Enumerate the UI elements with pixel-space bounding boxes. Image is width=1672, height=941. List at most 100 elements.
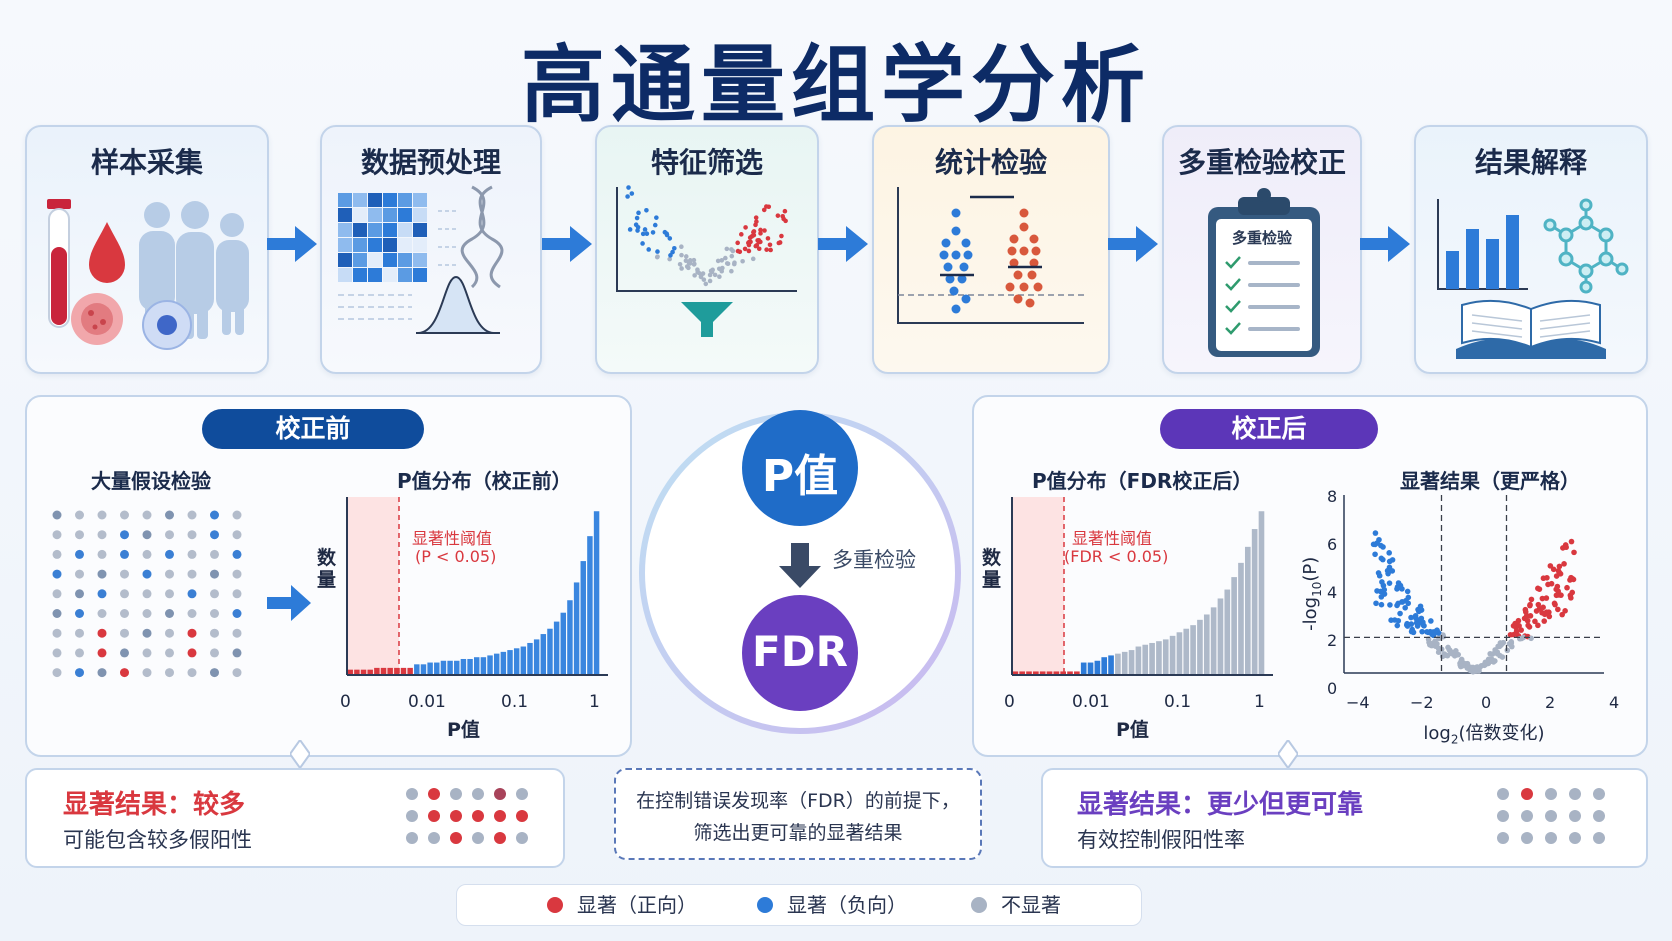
significance-region (1012, 497, 1064, 675)
histogram-bar (414, 664, 420, 675)
heatmap-cell (413, 238, 427, 252)
volcano-point (719, 258, 725, 263)
hypothesis-dot (142, 668, 152, 678)
volcano-point (764, 247, 769, 252)
volcano-point (1416, 608, 1422, 615)
explanation-line-1: 在控制错误发现率（FDR）的前提下， (636, 790, 960, 812)
heatmap-cell (353, 193, 367, 207)
hypothesis-dot (165, 609, 174, 618)
flow-arrow-icon (267, 226, 317, 262)
histogram-bar (407, 667, 413, 675)
volcano-x-tick: −2 (1410, 693, 1434, 712)
x-tick-label: 1 (589, 692, 600, 712)
hypothesis-dot (210, 549, 219, 559)
histogram-bar (507, 650, 513, 675)
volcano-point (1523, 614, 1529, 621)
histogram-bar (474, 657, 480, 675)
volcano-point (652, 222, 658, 228)
volcano-point (1571, 549, 1577, 556)
volcano-point (692, 261, 697, 267)
heatmap-cell (398, 208, 412, 222)
volcano-point (729, 253, 735, 259)
threshold-label: 显著性阈值 (412, 529, 493, 548)
dot-point (1009, 234, 1019, 244)
volcano-point (1555, 606, 1561, 613)
volcano-point (735, 248, 741, 254)
hypothesis-dot (165, 530, 174, 540)
volcano-point (1525, 622, 1531, 629)
dot-point (951, 226, 961, 236)
volcano-point (1497, 652, 1503, 659)
volcano-y-label: -log10(P) (1300, 556, 1324, 631)
flow-arrow-icon (1108, 226, 1158, 262)
hypothesis-dot (165, 648, 174, 658)
histogram-bar (1156, 641, 1162, 675)
hypothesis-dot (120, 549, 129, 559)
mini-dot (1521, 810, 1533, 822)
mini-dot (1521, 788, 1533, 800)
x-axis-label: P值 (447, 719, 480, 741)
volcano-y-tick: 4 (1327, 583, 1338, 602)
hypothesis-dot (232, 549, 242, 559)
volcano-point (1507, 631, 1514, 638)
volcano-point (756, 237, 762, 243)
volcano-point (746, 248, 752, 254)
dot-point (941, 238, 951, 248)
legend-dot-icon (971, 896, 987, 913)
volcano-point (1568, 538, 1575, 545)
dot-point (1019, 208, 1029, 218)
dot-point (959, 262, 969, 272)
volcano-point (751, 229, 756, 235)
hypothesis-dot (75, 510, 84, 520)
dot-plot-icon (897, 187, 1084, 324)
dot-point (951, 208, 961, 218)
heatmap-cell (398, 268, 412, 282)
volcano-point (1384, 567, 1391, 574)
hypothesis-dot (187, 589, 197, 599)
volcano-point (1550, 566, 1557, 573)
volcano-point (764, 204, 769, 209)
mini-dot (1497, 810, 1509, 822)
histogram-bar (1094, 660, 1101, 675)
histogram-bar (420, 664, 427, 675)
mini-dot (1545, 810, 1557, 822)
volcano-point (767, 242, 773, 248)
hypothesis-dot (232, 510, 242, 520)
volcano-point (1415, 621, 1422, 627)
heatmap-cell (398, 253, 412, 267)
fdr-explanation-box: 在控制错误发现率（FDR）的前提下， 筛选出更可靠的显著结果 (614, 768, 982, 860)
hypothesis-dot (97, 549, 107, 559)
volcano-point (1377, 588, 1384, 595)
hypothesis-dot (120, 589, 129, 599)
x-tick-label: 0.1 (1164, 692, 1192, 712)
volcano-point (1378, 601, 1385, 608)
volcano-point (1559, 611, 1565, 618)
volcano-point (698, 274, 704, 280)
volcano-point (1419, 628, 1425, 635)
histogram-bar (1224, 589, 1231, 675)
hypothesis-dot (75, 668, 84, 678)
volcano-point (1560, 545, 1566, 551)
legend-dot-icon (757, 896, 773, 913)
before-correction-panel: 校正前 大量假设检验 P值分布（校正前） 数量 显著性阈值 (P < 0.05)… (25, 395, 632, 757)
volcano-point (768, 247, 773, 253)
hypothesis-dot (75, 609, 84, 618)
volcano-point (667, 236, 673, 241)
fdr-circle (742, 595, 858, 711)
volcano-point (1535, 585, 1541, 592)
volcano-plot-icon (616, 185, 797, 337)
volcano-point (1386, 580, 1393, 586)
heatmap-cell (413, 223, 427, 237)
hypothesis-dot (52, 510, 62, 520)
volcano-y-tick: 0 (1327, 679, 1338, 698)
volcano-point (1510, 623, 1517, 629)
volcano-point (644, 231, 650, 237)
volcano-point (683, 258, 689, 264)
histogram-bar (1176, 632, 1183, 675)
mini-dot (450, 810, 462, 822)
legend-item-negative: 显著（负向） (757, 885, 907, 925)
heatmap-cell (383, 238, 397, 252)
histogram-bar (1197, 619, 1203, 675)
volcano-point (1427, 642, 1433, 648)
step-multiple-test-correction: 多重检验校正 多重检验 (1162, 125, 1362, 374)
